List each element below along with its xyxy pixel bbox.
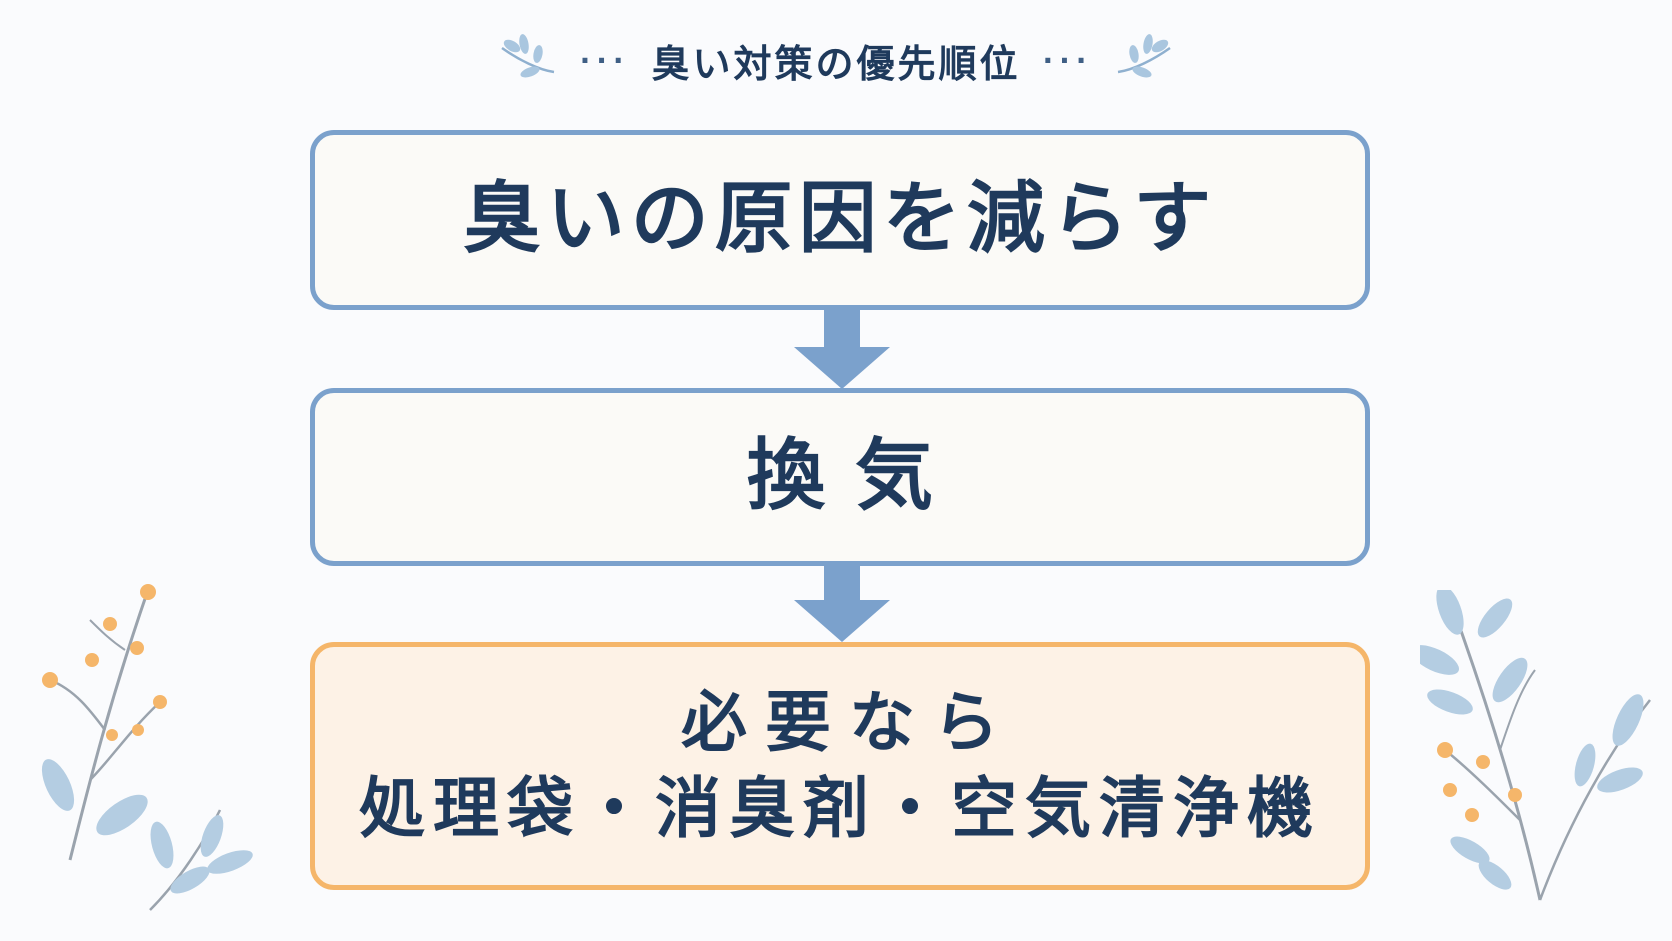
leaf-sprig-icon-left bbox=[500, 34, 554, 78]
arrow-down-icon-2 bbox=[794, 566, 890, 642]
step-box-if-needed: 必要なら 処理袋・消臭剤・空気清浄機 bbox=[310, 642, 1370, 890]
title-dots-right: ··· bbox=[1042, 43, 1093, 77]
diagram-title: 臭い対策の優先順位 bbox=[651, 41, 1021, 86]
title-dots-left: ··· bbox=[579, 43, 630, 77]
botanical-branch-icon-left bbox=[41, 584, 253, 911]
leaf-sprig-icon-right bbox=[1118, 34, 1172, 78]
title-row: ··· 臭い対策の優先順位 ··· bbox=[0, 30, 1672, 90]
arrow-down-icon-1 bbox=[794, 309, 890, 389]
step-label-2: 換気 bbox=[746, 431, 963, 522]
step-label-1: 臭いの原因を減らす bbox=[462, 174, 1218, 265]
botanical-branch-icon-right bbox=[1420, 590, 1651, 901]
step-box-ventilation: 換気 bbox=[310, 388, 1370, 566]
step-label-3-line2: 処理袋・消臭剤・空気清浄機 bbox=[359, 770, 1321, 847]
step-box-reduce-source: 臭いの原因を減らす bbox=[310, 130, 1370, 310]
step-label-3-line1: 必要なら bbox=[681, 683, 1017, 761]
